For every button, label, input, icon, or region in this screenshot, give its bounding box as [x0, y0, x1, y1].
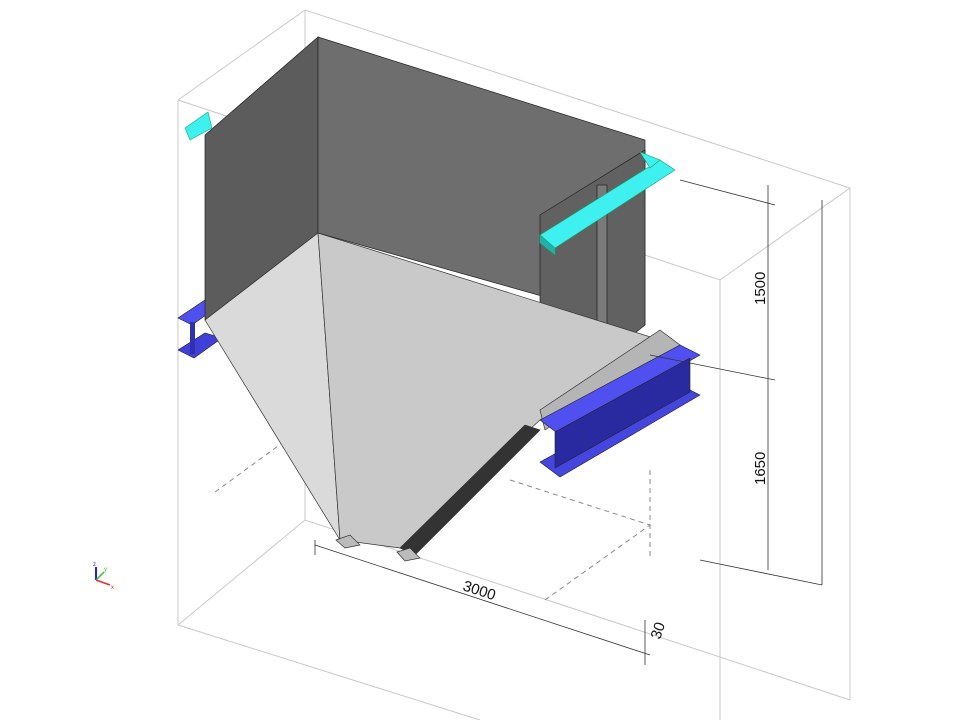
cyan-beams — [184, 111, 676, 256]
hidden-lines — [214, 429, 651, 601]
hopper — [204, 232, 681, 562]
blue-beam-right — [539, 344, 701, 478]
dimension-30: 30 — [648, 620, 669, 641]
svg-text:x: x — [111, 585, 114, 591]
axis-triad-icon: x y z — [93, 562, 114, 591]
svg-text:z: z — [93, 562, 96, 568]
svg-text:y: y — [104, 567, 107, 573]
dimension-1500: 1500 — [752, 272, 769, 305]
dimension-lines — [314, 179, 823, 665]
dimension-1650: 1650 — [752, 452, 769, 485]
